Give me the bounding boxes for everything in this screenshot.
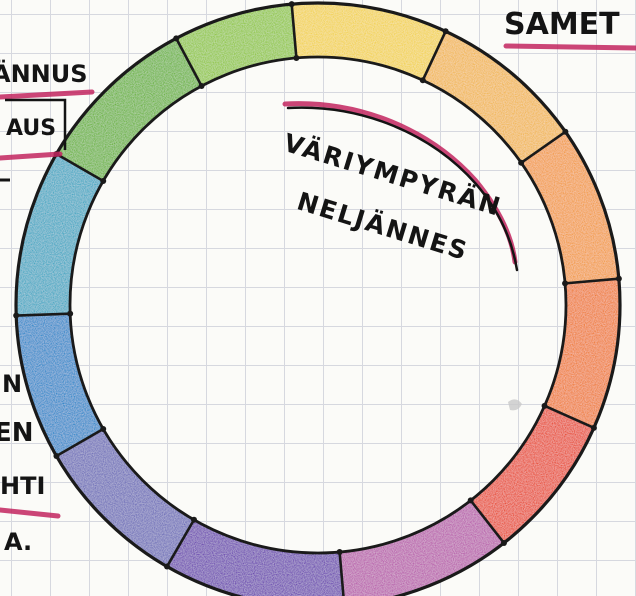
wheel-divider <box>55 152 104 183</box>
edge-note-left-4: EN <box>0 418 34 448</box>
wheel-segment-blue <box>16 313 104 456</box>
wheel-divider-dot <box>500 539 507 546</box>
highlight-stroke-left-3 <box>0 507 61 519</box>
highlight-stroke-left-1 <box>0 89 95 100</box>
highlight-stroke-left-2 <box>0 151 63 161</box>
wheel-segment-orange <box>544 278 620 428</box>
wheel-divider-dot <box>100 178 107 184</box>
wheel-divider-dot <box>518 159 525 166</box>
wheel-segment-blue-green <box>15 154 104 316</box>
wheel-divider-dot <box>288 1 295 8</box>
edge-note-left-2: AUS <box>6 116 57 141</box>
wheel-divider-dot <box>419 77 426 84</box>
wheel-divider-dot <box>615 275 622 282</box>
wheel-divider <box>564 277 619 285</box>
wheel-segment-red-violet <box>339 500 504 596</box>
wheel-segment-violet <box>167 519 344 596</box>
wheel-divider <box>520 130 567 164</box>
wheel-divider-dot <box>562 280 569 287</box>
wheel-segment-blue-violet <box>56 429 194 567</box>
wheel-segment-orange-light <box>521 131 619 284</box>
wheel-segment-green <box>56 38 202 182</box>
wheel-divider <box>175 37 203 87</box>
wheel-divider-dot <box>53 453 60 459</box>
edge-note-left-6: A. <box>4 528 33 556</box>
wheel-divider-dot <box>198 83 205 90</box>
wheel-divider <box>469 499 505 544</box>
wheel-divider-dot <box>164 563 170 570</box>
wheel-divider-dot <box>100 426 107 432</box>
wheel-inner-ring <box>68 55 568 555</box>
wheel-divider <box>165 519 196 568</box>
edge-note-left-5: HTI <box>0 472 46 500</box>
highlight-stroke-top-right <box>503 43 636 51</box>
wheel-divider <box>421 30 447 81</box>
wheel-divider-dot <box>590 424 597 431</box>
wheel-divider <box>338 551 345 596</box>
edge-note-left-1: ÄNNUS <box>0 60 88 88</box>
center-arc-line <box>286 106 519 272</box>
wheel-divider-dot <box>13 312 20 319</box>
wheel-divider-dot <box>467 497 474 504</box>
wheel-outer-ring <box>14 1 622 596</box>
wheel-divider <box>290 4 298 59</box>
wheel-segment-yellow-orange <box>422 31 566 163</box>
bracket-mark-left <box>5 98 67 150</box>
wheel-divider <box>55 427 104 458</box>
wheel-divider-dot <box>67 310 74 317</box>
wheel-segment-yellow <box>291 3 446 81</box>
edge-note-top-right: SAMET <box>504 7 620 42</box>
wheel-divider-dot <box>293 54 300 61</box>
wheel-divider-dot <box>442 28 449 35</box>
wheel-divider-dot <box>191 516 197 523</box>
wheel-segments <box>15 3 620 596</box>
wheel-divider-dot <box>562 128 569 135</box>
wheel-divider-dot <box>336 549 343 556</box>
wheel-segment-red <box>470 405 594 543</box>
wheel-outlines <box>13 1 622 596</box>
wheel-divider <box>16 312 71 317</box>
edge-note-left-3: N <box>2 370 23 398</box>
wheel-divider <box>544 404 595 430</box>
wheel-divider-dot <box>173 35 180 42</box>
pencil-smudge <box>508 399 522 411</box>
wheel-divider-dot <box>541 402 548 409</box>
